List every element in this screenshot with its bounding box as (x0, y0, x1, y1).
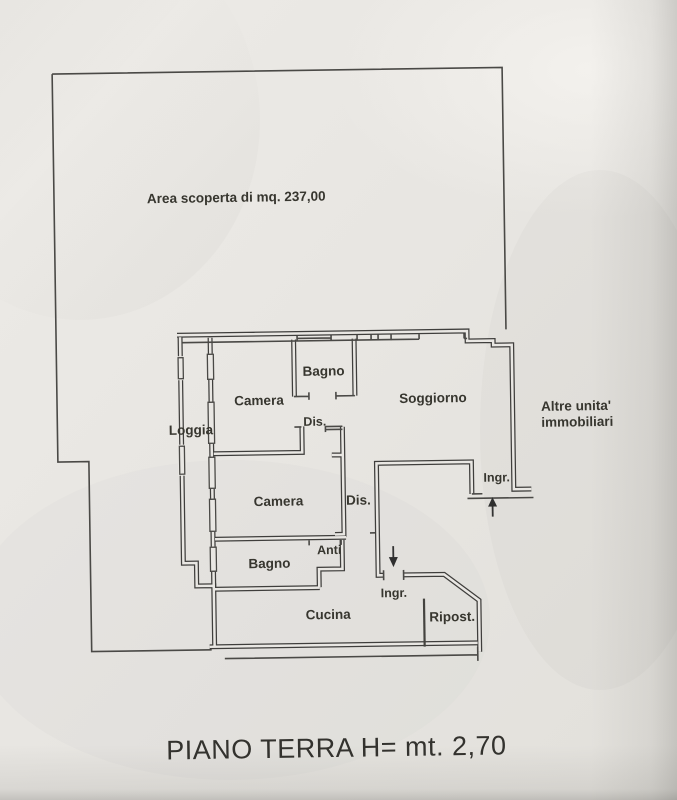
floor-plan: Area scoperta di mq. 237,00 Camera Bagno… (51, 66, 614, 765)
label-anti: Anti (317, 543, 342, 557)
label-dis-1: Dis. (303, 415, 326, 429)
label-bagno-1: Bagno (302, 363, 344, 379)
label-altre-unita-2: immobiliari (541, 414, 613, 430)
entrance-arrow-bottom-icon (388, 546, 398, 568)
label-area-scoperta: Area scoperta di mq. 237,00 (147, 189, 326, 207)
label-bagno-2: Bagno (248, 556, 290, 572)
label-altre-unita-1: Altre unita' (541, 398, 611, 414)
label-camera-1: Camera (234, 393, 284, 409)
floor-title: PIANO TERRA H= mt. 2,70 (166, 730, 507, 765)
label-ripostiglio: Ripost. (429, 609, 475, 625)
label-soggiorno: Soggiorno (399, 390, 467, 406)
windows (176, 353, 218, 572)
label-camera-2: Camera (254, 493, 304, 509)
courtyard-outline (51, 66, 507, 653)
entrance-arrow-right-icon (488, 497, 498, 517)
label-cucina: Cucina (306, 607, 352, 623)
thin-lines (182, 333, 534, 661)
label-ingresso-right: Ingr. (483, 470, 510, 484)
labels: Area scoperta di mq. 237,00 Camera Bagno… (147, 189, 614, 625)
label-ingresso-bottom: Ingr. (381, 586, 408, 600)
label-loggia: Loggia (169, 422, 214, 438)
label-dis-2: Dis. (346, 492, 371, 507)
